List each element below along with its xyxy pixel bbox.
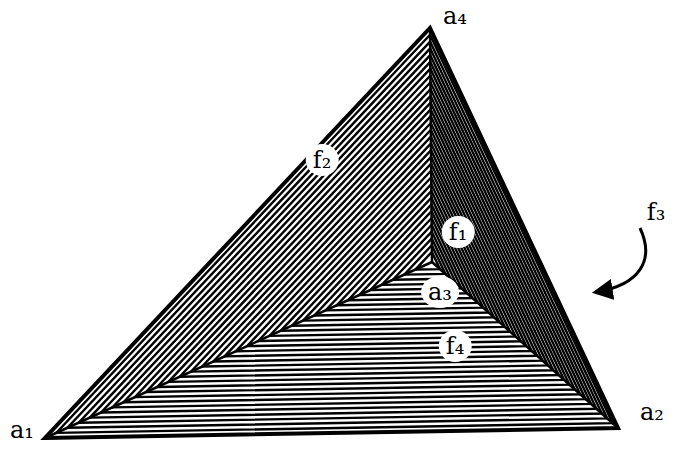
pointer-arrow: [596, 228, 646, 292]
face-label: f₃: [647, 200, 666, 224]
hatch-line: [124, 76, 581, 403]
hatch-line: [303, 184, 494, 321]
vertex-label: a₂: [640, 400, 664, 424]
hatch-line: [326, 198, 484, 311]
hatch-line: [79, 48, 602, 422]
hatch-line: [56, 35, 612, 433]
hatch-line: [258, 157, 515, 341]
face-label: f₂: [306, 144, 339, 176]
hatch-line: [45, 28, 618, 438]
hatch-line: [213, 130, 537, 362]
hatch-line: [236, 143, 527, 351]
tetra-edge: [432, 262, 618, 428]
hatch-line: [180, 109, 554, 376]
face-label: f₁: [442, 216, 475, 248]
hatch-line: [281, 171, 505, 331]
hatch-line: [292, 177, 499, 325]
hatch-line: [247, 150, 521, 346]
hatch-line: [314, 191, 488, 316]
hatch-line: [404, 245, 445, 275]
hatch-line: [157, 96, 564, 387]
vertex-label: a₃: [421, 276, 459, 308]
face-label: f₄: [439, 330, 472, 362]
hatch-line: [191, 116, 548, 371]
hatch-line: [101, 62, 591, 413]
vertex-label: a₁: [10, 418, 34, 442]
hatch-line: [168, 103, 558, 382]
face-hatching: [45, 28, 618, 438]
tetra-edge: [430, 28, 432, 262]
hatch-line: [202, 123, 542, 367]
hatch-line: [90, 55, 597, 417]
hatch-line: [135, 82, 575, 397]
hatch-line: [225, 137, 532, 357]
tetra-edge: [45, 262, 432, 438]
vertex-label: a₄: [443, 4, 467, 28]
hatch-line: [146, 89, 569, 392]
hatch-line: [112, 69, 585, 408]
hatch-line: [269, 164, 510, 336]
hatch-line: [67, 42, 607, 428]
hatch-line: [393, 238, 451, 279]
